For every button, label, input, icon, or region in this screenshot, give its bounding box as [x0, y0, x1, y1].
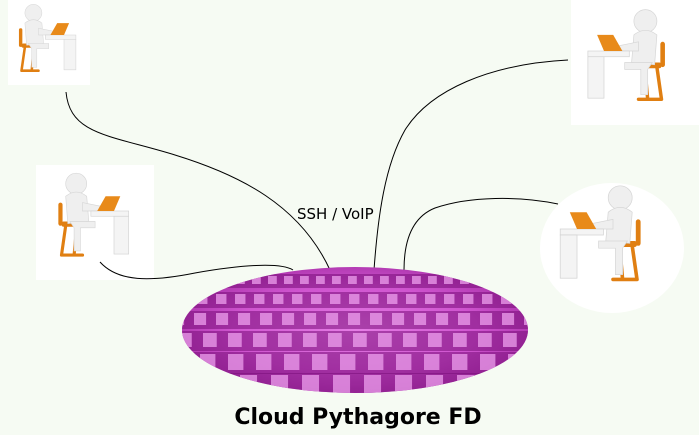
cloud-title: Cloud Pythagore FD	[234, 405, 481, 430]
protocol-label: SSH / VoIP	[297, 205, 374, 223]
link-mid-right	[403, 197, 559, 271]
link-top-right	[373, 59, 569, 271]
link-top-left	[65, 91, 331, 271]
cloud-server-icon	[182, 267, 528, 393]
link-mid-left	[99, 261, 294, 280]
